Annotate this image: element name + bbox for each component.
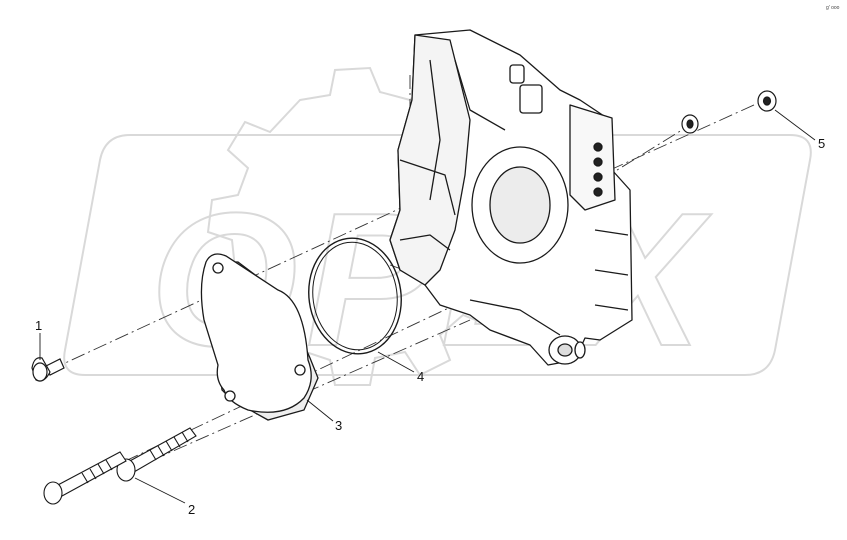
long-bolt-lower-thread: [81, 459, 113, 484]
housing-rib-2: [454, 59, 506, 131]
callout-5: 5: [818, 136, 825, 151]
housing-port-1: [593, 142, 603, 152]
housing-left-face: [389, 34, 471, 286]
engine-housing: [389, 29, 633, 366]
housing-boss-top: [519, 84, 543, 114]
callout-2: 2: [188, 502, 195, 517]
housing-rib-5: [594, 229, 629, 311]
long-bolt-upper-thread: [149, 431, 189, 461]
cover-plate-hole-top: [212, 262, 224, 274]
o-ring-inner: [312, 241, 398, 351]
o-ring: [308, 237, 402, 355]
housing-rib-6: [469, 299, 561, 336]
nut-left: [681, 114, 699, 134]
housing-right-block: [569, 104, 616, 211]
leader-3: [306, 399, 334, 422]
housing-boss-small: [509, 64, 525, 84]
watermark-frame: [63, 134, 812, 376]
bolt-head: [32, 362, 48, 382]
long-bolt-upper-head: [116, 458, 136, 482]
long-bolt-upper-shank: [127, 427, 197, 473]
housing-port-4: [593, 187, 603, 197]
axis-line-bolt-2b: [129, 319, 471, 471]
long-bolts: [43, 427, 197, 505]
housing-bore-inner: [489, 166, 551, 244]
long-bolt-lower: [43, 451, 127, 505]
housing-boss-right: [574, 341, 586, 359]
cover-plate-hole-right: [294, 364, 306, 376]
long-bolt-lower-shank: [55, 451, 127, 497]
long-bolt-lower-head: [43, 481, 63, 505]
callouts: 1 2 3 4 5: [35, 136, 825, 517]
housing-port-2: [593, 157, 603, 167]
leader-2: [134, 477, 186, 504]
nut-right-hole: [762, 96, 772, 106]
nut-left-hole: [686, 119, 694, 129]
cover-plate: [200, 253, 319, 421]
callout-3: 3: [335, 418, 342, 433]
callout-1: 1: [35, 318, 42, 333]
leader-lines: [39, 109, 816, 504]
callout-4: 4: [417, 369, 424, 384]
leader-4: [377, 351, 415, 373]
housing-boss-bottom-hole: [557, 343, 573, 357]
cover-plate-hole-bottom: [224, 390, 236, 402]
cover-plate-face: [200, 253, 312, 413]
housing-rib-3: [399, 159, 456, 216]
long-bolt-upper: [116, 427, 197, 482]
housing-rib-1: [429, 59, 441, 201]
o-ring-outer: [308, 237, 402, 355]
axis-line-nut-2: [609, 99, 766, 171]
bolt: [31, 357, 65, 382]
housing-rib-4: [399, 234, 451, 251]
nut-right: [757, 90, 777, 112]
reference-code: g' ooo: [826, 5, 840, 11]
housing-port-3: [593, 172, 603, 182]
nuts: [681, 90, 777, 134]
leader-5: [774, 109, 816, 141]
